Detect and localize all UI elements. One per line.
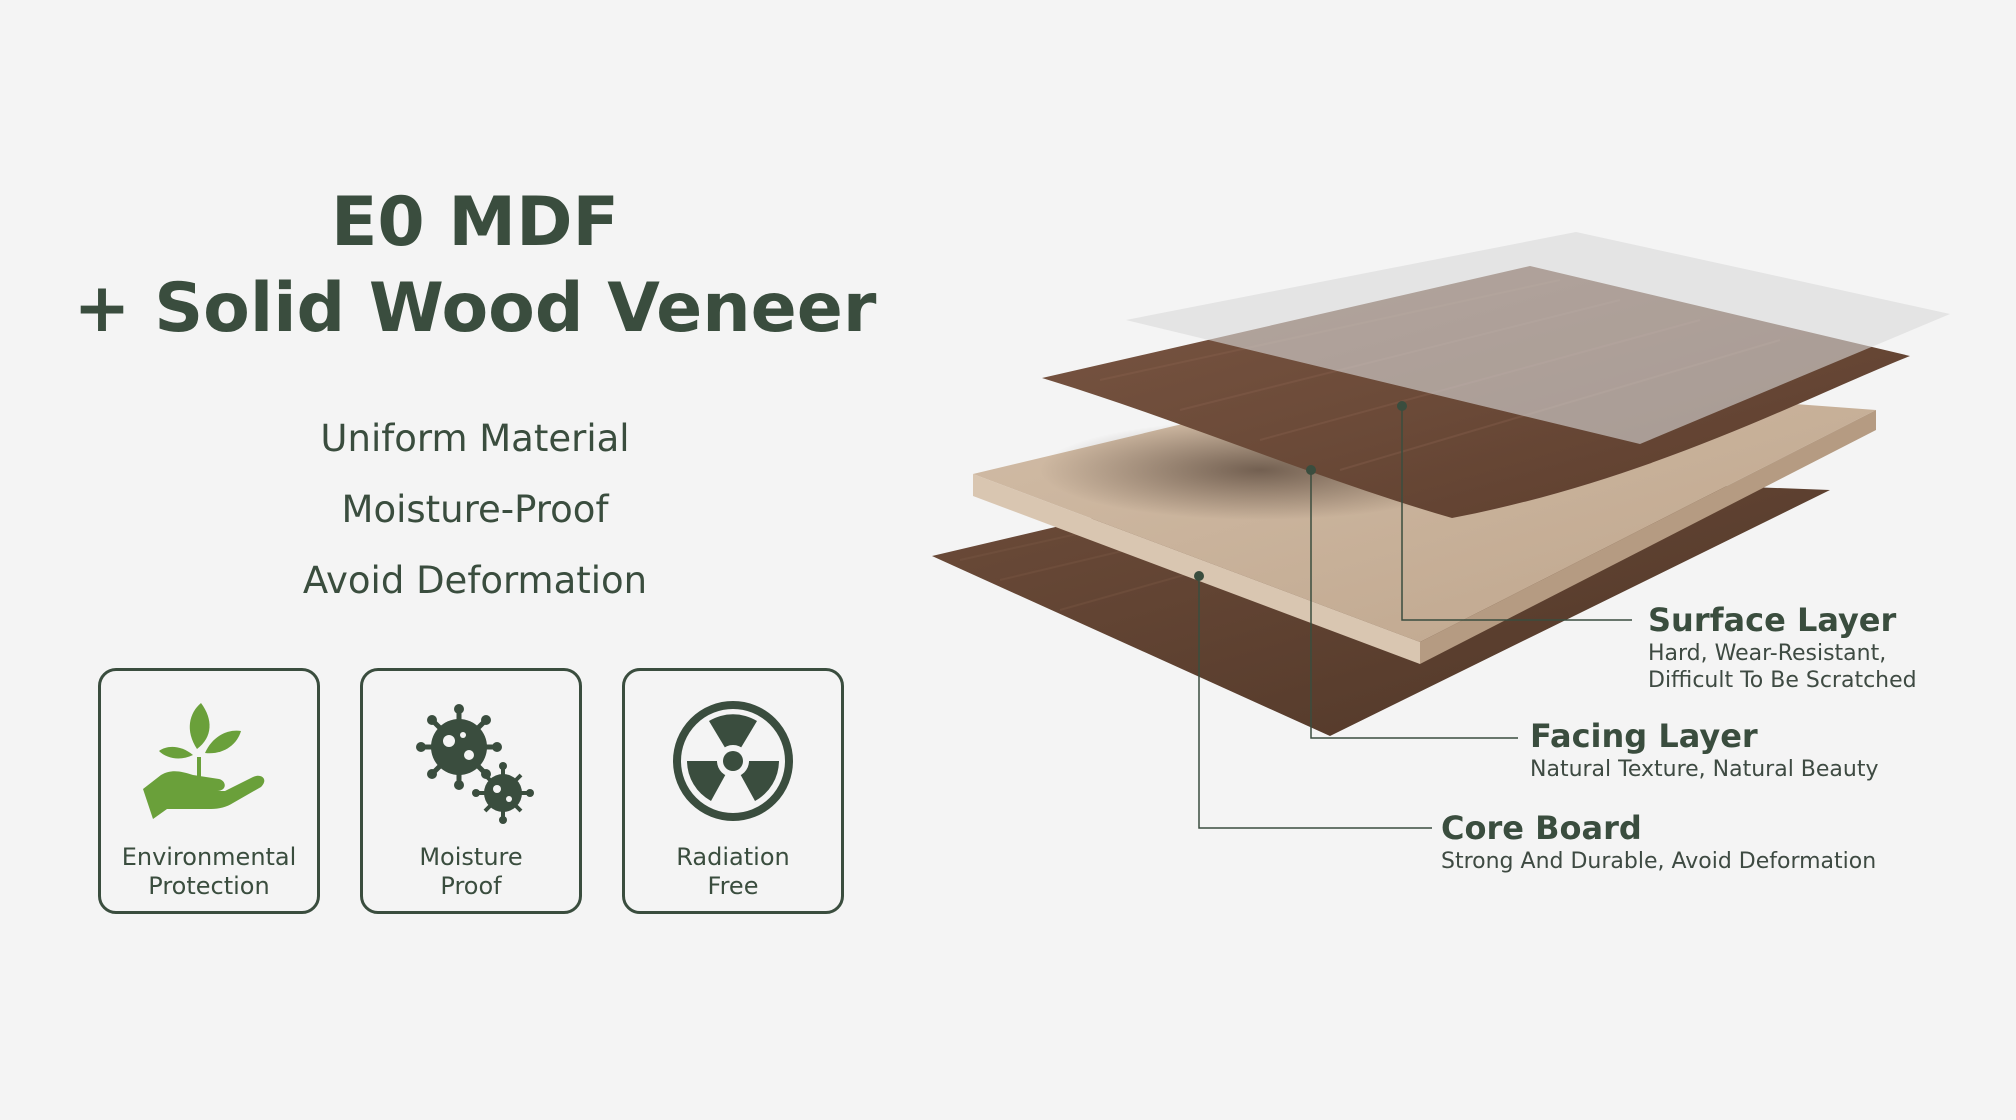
badge-radiation-free: Radiation Free	[622, 668, 844, 914]
badge-label: Environmental Protection	[121, 843, 297, 900]
page-title: E0 MDF + Solid Wood Veneer	[60, 180, 890, 352]
badge-moisture-proof: Moisture Proof	[360, 668, 582, 914]
feature-list: Uniform Material Moisture-Proof Avoid De…	[60, 403, 890, 616]
core-board-title: Core Board	[1441, 809, 1642, 847]
feature-moisture-proof: Moisture-Proof	[341, 488, 609, 531]
facing-marker	[1306, 465, 1316, 475]
feature-uniform-material: Uniform Material	[320, 417, 630, 460]
facing-layer-title: Facing Layer	[1530, 717, 1758, 755]
leader-lines	[1198, 406, 1632, 829]
germ-icon	[416, 704, 534, 824]
badge-environmental-protection: Environmental Protection	[98, 668, 320, 914]
radiation-icon	[673, 701, 793, 821]
badge-label: Radiation Free	[676, 843, 790, 900]
core-board-desc: Strong And Durable, Avoid Deformation	[1441, 849, 1877, 874]
surface-clear-layer	[1126, 232, 1950, 444]
facing-layer-desc: Natural Texture, Natural Beauty	[1530, 757, 1879, 782]
leaf-hand-icon	[143, 703, 265, 819]
surface-layer-title: Surface Layer	[1648, 601, 1897, 639]
surface-marker	[1397, 401, 1407, 411]
badge-label: Moisture Proof	[419, 843, 523, 900]
callout-core-board: Core Board Strong And Durable, Avoid Def…	[1441, 808, 1876, 875]
title-line-2: + Solid Wood Veneer	[73, 269, 877, 348]
feature-avoid-deformation: Avoid Deformation	[302, 559, 648, 602]
callout-facing-layer: Facing Layer Natural Texture, Natural Be…	[1530, 716, 1879, 783]
surface-layer-desc: Hard, Wear-Resistant, Difficult To Be Sc…	[1648, 641, 1917, 693]
core-marker	[1194, 571, 1204, 581]
title-line-1: E0 MDF	[330, 183, 619, 262]
callout-surface-layer: Surface Layer Hard, Wear-Resistant, Diff…	[1648, 600, 1917, 694]
